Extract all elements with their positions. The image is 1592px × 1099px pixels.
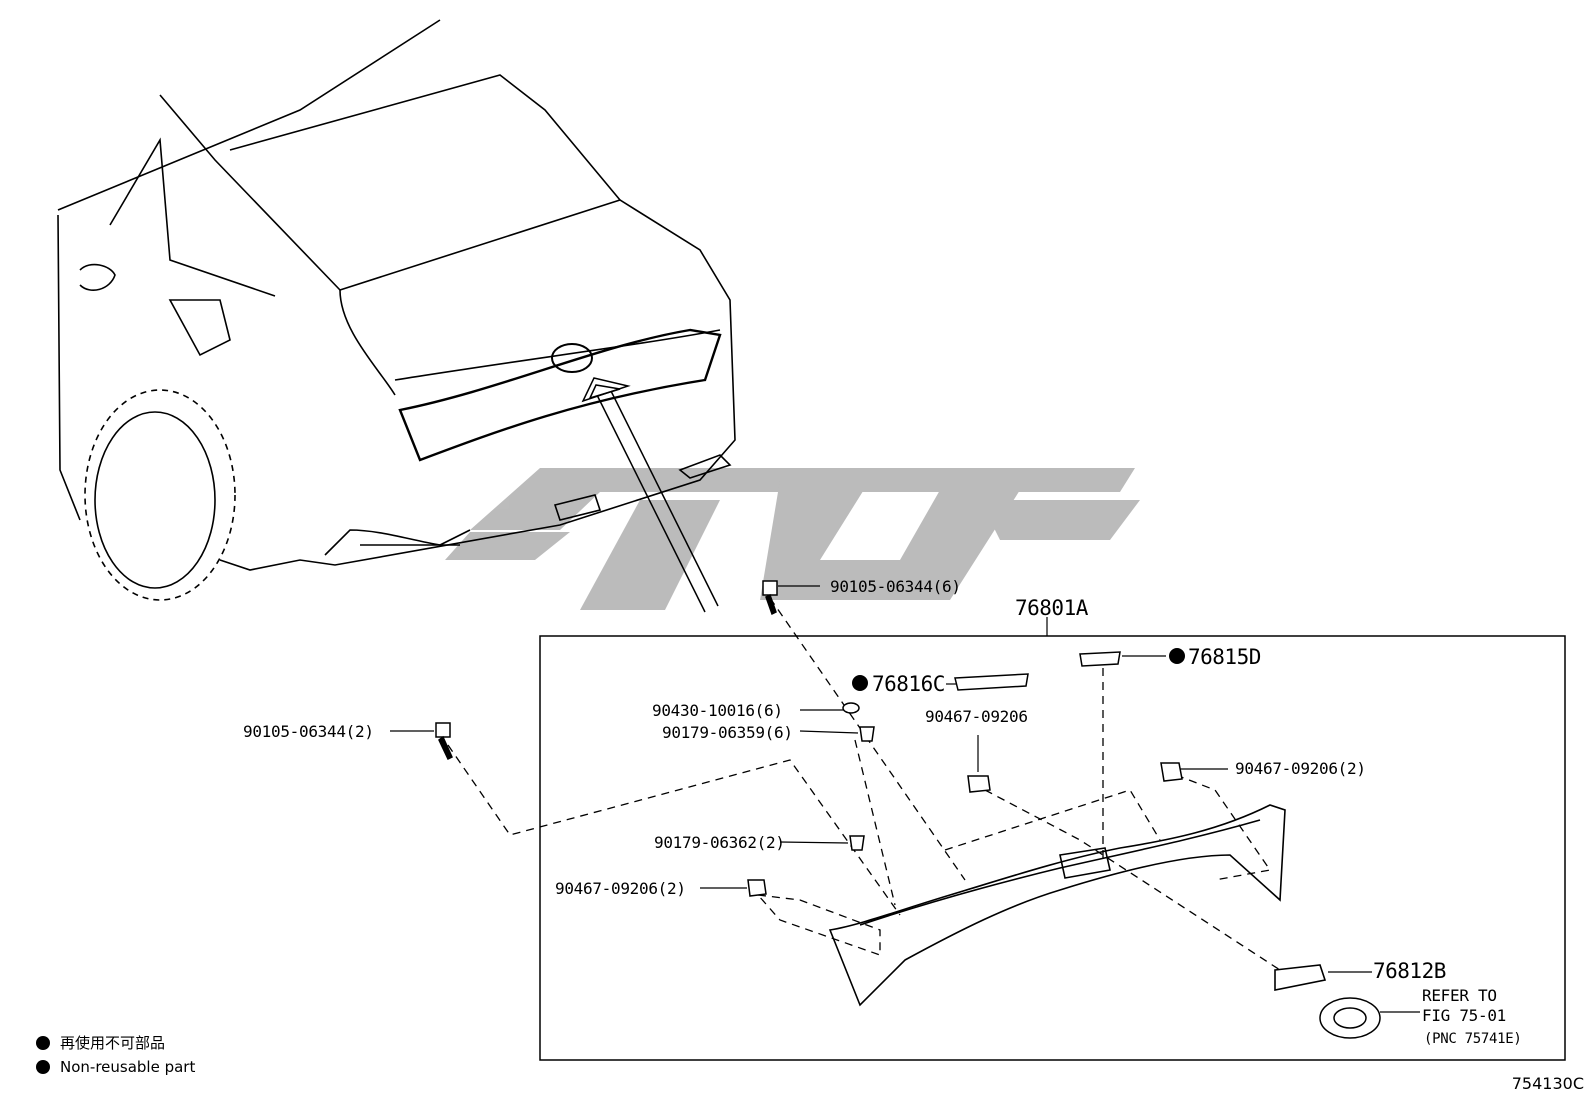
- label-part-b: 76812B: [1373, 959, 1446, 983]
- label-washer: 90430-10016(6): [652, 701, 783, 720]
- label-refer-line2: FIG 75-01: [1422, 1006, 1506, 1025]
- nonreusable-marker-76815d: [1169, 648, 1185, 664]
- nonreusable-marker-76816c: [852, 675, 868, 691]
- fasteners: [435, 580, 1381, 1039]
- figure-id: 754130C: [1511, 1074, 1584, 1093]
- label-bolt-top: 90105-06344(6): [830, 577, 961, 596]
- bullet-icon: [36, 1060, 50, 1074]
- legend-en: Non-reusable part: [36, 1058, 195, 1076]
- legend-en-text: Non-reusable part: [60, 1058, 196, 1076]
- label-assembly: 76801A: [1015, 596, 1088, 620]
- label-bolt-left: 90105-06344(2): [243, 722, 374, 741]
- legend-jp-text: 再使用不可部品: [60, 1034, 166, 1052]
- guide-lines: [447, 597, 1281, 971]
- label-part-c: 76816C: [872, 672, 945, 696]
- label-clip-left: 90467-09206(2): [555, 879, 686, 898]
- pointer-arrow: [581, 377, 719, 613]
- car-rear-illustration: [57, 19, 736, 601]
- watermark-logo: [445, 468, 1140, 610]
- label-clip-mid: 90467-09206: [925, 707, 1028, 726]
- garnish-panel: [828, 804, 1327, 1007]
- label-clip-right: 90467-09206(2): [1235, 759, 1366, 778]
- legend-jp: 再使用不可部品: [36, 1034, 165, 1052]
- label-nut-upper: 90179-06359(6): [662, 723, 793, 742]
- leader-lines: [390, 585, 1420, 1013]
- label-part-d: 76815D: [1188, 645, 1261, 669]
- label-refer-line1: REFER TO: [1422, 986, 1497, 1005]
- assembly-box: [539, 635, 1566, 1061]
- label-nut-lower: 90179-06362(2): [654, 833, 785, 852]
- label-refer-line3: (PNC 75741E): [1424, 1031, 1522, 1047]
- bullet-icon: [36, 1036, 50, 1050]
